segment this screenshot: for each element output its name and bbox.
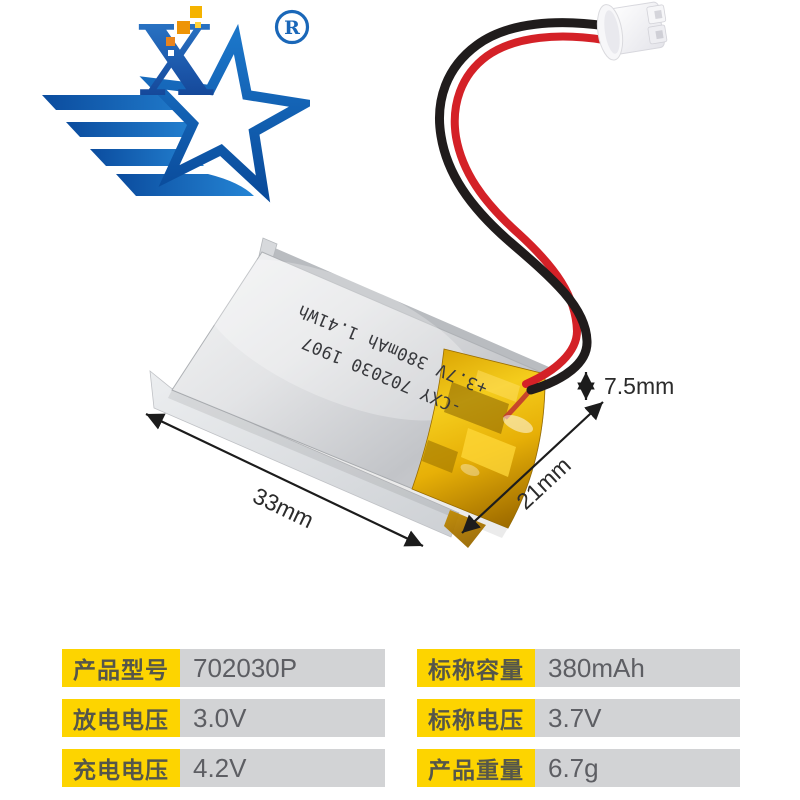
spec-table: 产品型号 702030P 放电电压 3.0V 充电电压 4.2V 标称容量 38… — [62, 649, 740, 787]
spec-row-nominal-voltage: 标称电压 3.7V — [417, 699, 740, 737]
spec-label: 放电电压 — [62, 699, 180, 737]
dimension-annotations — [145, 372, 604, 547]
spec-value: 6.7g — [535, 749, 740, 787]
width-dimension-arrow — [461, 401, 604, 534]
spec-row-capacity: 标称容量 380mAh — [417, 649, 740, 687]
length-dimension-arrow — [145, 413, 424, 547]
battery-body: -CXY 702030 1907 +3.7V 380mAh 1.41Wh — [149, 237, 549, 548]
spec-value: 3.0V — [180, 699, 385, 737]
spec-value: 4.2V — [180, 749, 385, 787]
logo-pixel-squares-icon — [166, 6, 202, 56]
battery-photo: -CXY 702030 1907 +3.7V 380mAh 1.41Wh 33m… — [145, 1, 674, 548]
spec-row-weight: 产品重量 6.7g — [417, 749, 740, 787]
spec-label: 产品重量 — [417, 749, 535, 787]
brand-logo: X R — [42, 4, 310, 203]
spec-row-model: 产品型号 702030P — [62, 649, 385, 687]
spec-column-right: 标称容量 380mAh 标称电压 3.7V 产品重量 6.7g — [417, 649, 740, 787]
logo-letter: X — [138, 4, 214, 118]
black-wire — [435, 18, 611, 395]
spec-label: 充电电压 — [62, 749, 180, 787]
logo-star-icon — [139, 23, 310, 203]
battery-highlight — [199, 259, 481, 421]
spec-value: 702030P — [180, 649, 385, 687]
thickness-dimension-label: 7.5mm — [604, 373, 674, 399]
registered-trademark-icon: R — [274, 9, 310, 45]
spec-row-discharge-voltage: 放电电压 3.0V — [62, 699, 385, 737]
spec-column-left: 产品型号 702030P 放电电压 3.0V 充电电压 4.2V — [62, 649, 385, 787]
spec-value: 3.7V — [535, 699, 740, 737]
jst-connector — [596, 1, 668, 61]
svg-text:R: R — [284, 17, 300, 39]
red-wire — [450, 32, 608, 388]
spec-row-charge-voltage: 充电电压 4.2V — [62, 749, 385, 787]
spec-label: 标称电压 — [417, 699, 535, 737]
spec-label: 标称容量 — [417, 649, 535, 687]
spec-label: 产品型号 — [62, 649, 180, 687]
spec-value: 380mAh — [535, 649, 740, 687]
battery-top-edge — [262, 245, 549, 375]
